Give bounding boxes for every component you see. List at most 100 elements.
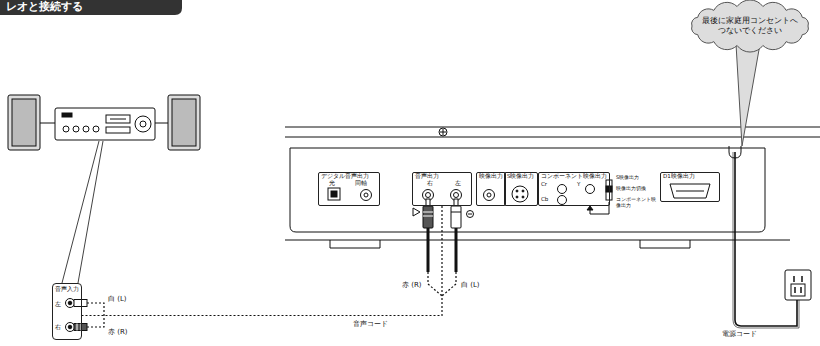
amplifier-symbol — [106, 127, 130, 133]
jack-label: 左 — [55, 301, 61, 307]
plug-color-label: 白 (L) — [108, 296, 127, 304]
box-heading: 最後に家庭用コンセントへ つないでください — [698, 16, 802, 36]
plug-color-label: 赤 (R) — [402, 282, 422, 290]
jack-label: Cb — [541, 197, 548, 203]
title-banner — [0, 0, 182, 15]
speaker-symbol — [155, 123, 168, 124]
speaker-symbol — [12, 99, 36, 146]
amplifier-symbol — [55, 108, 155, 140]
panel-jacks — [676, 191, 704, 192]
amplifier-symbol — [55, 108, 155, 283]
s-video-box: S映像出力 — [504, 172, 538, 206]
power-cord — [733, 152, 811, 328]
rca-plug — [423, 212, 433, 213]
amplifier-symbol — [110, 119, 126, 120]
panel-jacks — [522, 190, 524, 192]
amplifier-symbol — [135, 116, 151, 132]
amplifier-symbol — [62, 113, 72, 117]
cord-label: 音声コード — [351, 321, 390, 329]
rca-plug — [427, 228, 430, 272]
video-out-box: 映像出力 — [476, 172, 506, 206]
panel-jacks — [454, 193, 459, 198]
section-title: レオと接続する — [6, 1, 83, 13]
amp-input-jacks — [66, 323, 75, 332]
jack-label: 左 — [455, 181, 461, 187]
power-cord — [791, 284, 805, 296]
player-rear-panel — [443, 129, 444, 135]
rca-plug — [451, 212, 461, 213]
player-rear-panel — [285, 137, 820, 138]
speaker-symbol — [8, 95, 40, 150]
amp-input-jacks — [74, 324, 87, 331]
switch-label: 映像出力切換 — [616, 186, 656, 192]
panel-jacks — [328, 180, 710, 218]
panel-jacks — [512, 186, 528, 202]
player-rear-panel — [640, 240, 690, 248]
rca-plug — [428, 272, 442, 296]
amp-input-jacks — [66, 299, 75, 308]
player-rear-panel — [290, 148, 765, 232]
player-rear-panel — [439, 128, 447, 136]
panel-jacks — [558, 196, 567, 205]
panel-jacks — [331, 191, 337, 197]
player-rear-panel — [330, 240, 380, 248]
amplifier-symbol — [140, 121, 146, 127]
rca-plug — [451, 206, 461, 228]
d1-out-box: D1映像出力 — [660, 172, 720, 202]
player-rear-panel — [285, 127, 820, 248]
callout-tail — [736, 44, 760, 146]
audio-out-box: 音声出力右左 — [412, 172, 472, 206]
cloud-outline — [692, 0, 809, 52]
panel-jacks — [670, 184, 710, 198]
panel-jacks — [586, 185, 595, 194]
power-cord — [785, 270, 811, 300]
panel-jacks — [426, 193, 431, 198]
jack-label: Cr — [541, 182, 547, 188]
amplifier-symbol — [93, 126, 99, 132]
jack-label: 光 — [329, 181, 335, 187]
switch-label: S映像出力 — [616, 175, 656, 181]
power-cord — [733, 152, 799, 328]
panel-jacks — [606, 180, 612, 200]
jack-label: 右 — [55, 324, 61, 330]
box-heading: 音声出力 — [415, 174, 439, 180]
rca-plug — [426, 199, 430, 206]
panel-jacks — [522, 196, 524, 198]
component-box: コンポーネント映像出力CrYCb — [538, 172, 610, 206]
panel-jacks — [484, 190, 495, 201]
rca-plug — [454, 199, 458, 206]
player-rear-panel — [285, 240, 790, 241]
box-heading: 映像出力 — [479, 174, 503, 180]
box-heading: 音声入力 — [55, 286, 79, 292]
panel-jacks — [516, 190, 518, 192]
power-cord — [800, 287, 802, 293]
power-cord — [793, 276, 795, 282]
jack-label: Y — [577, 182, 580, 188]
panel-jacks — [364, 193, 368, 197]
callout-cloud: 最後に家庭用コンセントへ つないでください — [688, 2, 812, 50]
amplifier-symbol — [63, 126, 69, 132]
amp-input-jacks — [74, 300, 87, 307]
panel-jacks — [558, 185, 567, 194]
panel-jacks — [413, 208, 420, 216]
amp-input-jacks — [77, 324, 78, 331]
cord-label: 電源コード — [722, 331, 757, 339]
panel-jacks — [487, 193, 491, 197]
speaker-symbol — [168, 95, 200, 150]
panel-jacks — [328, 188, 340, 200]
title-banner — [0, 0, 182, 15]
speaker-symbol — [172, 99, 196, 146]
amp-input-panel: 音声入力左右 — [52, 283, 82, 340]
amplifier-symbol — [78, 141, 103, 283]
amp-input-jacks — [68, 301, 72, 305]
amp-input-jacks — [68, 325, 72, 329]
speaker-symbol — [8, 95, 200, 150]
panel-jacks — [467, 211, 474, 218]
panel-jacks — [587, 206, 593, 210]
amplifier-symbol — [83, 126, 89, 132]
audio-cord — [82, 206, 442, 316]
plug-color-label: 白 (L) — [461, 282, 480, 290]
